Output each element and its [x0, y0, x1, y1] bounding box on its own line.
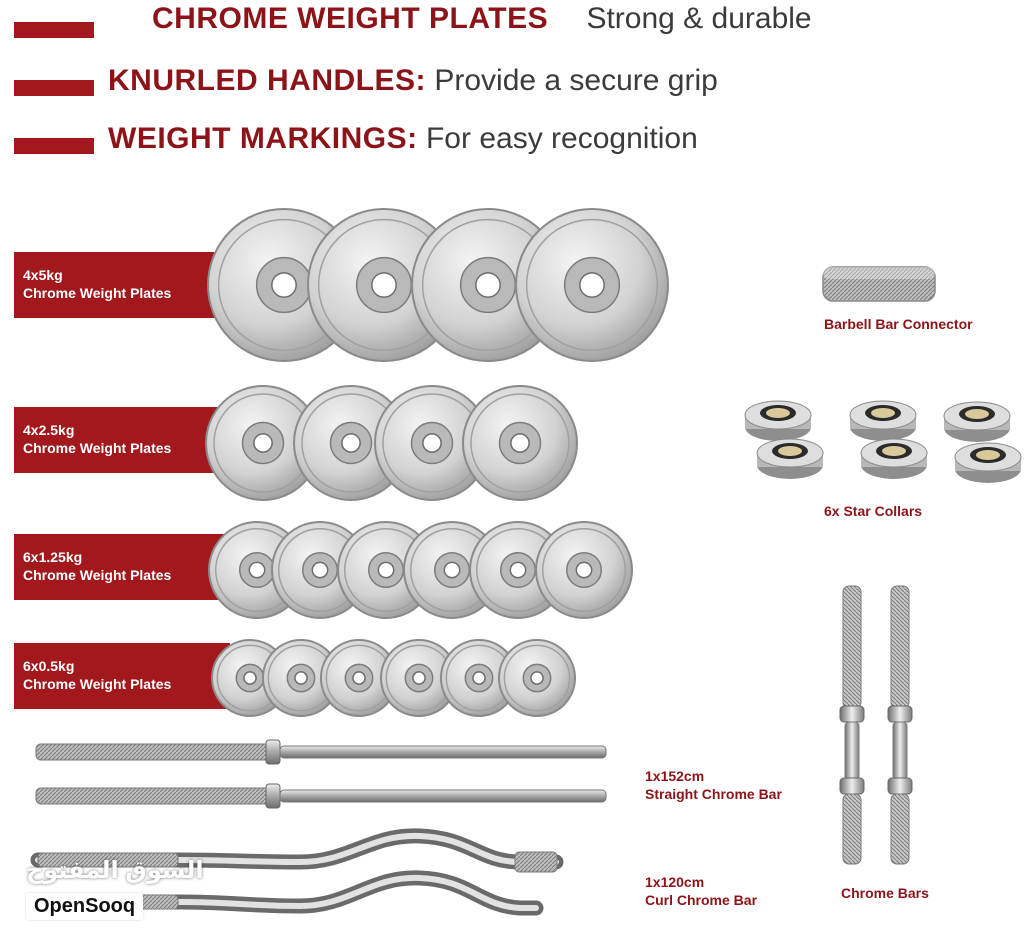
feature-1-desc: Strong & durable — [586, 2, 812, 35]
plate-plates-0-5kg-3 — [320, 639, 398, 717]
feature-1: CHROME WEIGHT PLATES Strong & durable — [152, 2, 812, 36]
plate-qty-0-5kg: 6x0.5kg — [23, 658, 75, 674]
watermark-arabic: السوق المفتوح — [26, 857, 204, 884]
plate-label-2-5kg: 4x2.5kg Chrome Weight Plates — [14, 407, 230, 473]
straight-bar-qty: 1x152cm — [645, 768, 705, 784]
plate-plates-0-5kg-6 — [498, 639, 576, 717]
curl-bar-name: Curl Chrome Bar — [645, 892, 758, 908]
chrome-dumbbell-bar-2 — [887, 585, 913, 865]
connector-caption: Barbell Bar Connector — [824, 316, 973, 332]
star-collar-2 — [849, 400, 917, 441]
curl-bar-1 — [30, 828, 564, 873]
plate-plates-0-5kg-2 — [262, 639, 340, 717]
watermark-brand: OpenSooq — [26, 893, 144, 920]
feature-bar-3 — [14, 138, 94, 154]
plate-plates-2-5kg-2 — [293, 385, 409, 501]
feature-bar-2 — [14, 80, 94, 96]
star-collar-6 — [954, 442, 1022, 483]
plate-qty-2-5kg: 4x2.5kg — [23, 422, 75, 438]
plate-plates-0-5kg-5 — [440, 639, 518, 717]
curl-bar-caption: 1x120cm Curl Chrome Bar — [645, 873, 757, 909]
straight-bar-caption: 1x152cm Straight Chrome Bar — [645, 767, 782, 803]
plate-name-1-25kg: Chrome Weight Plates — [23, 567, 172, 583]
feature-2-title: KNURLED HANDLES: — [108, 64, 426, 97]
chrome-dumbbell-bar-1 — [839, 585, 865, 865]
star-collar-5 — [860, 438, 928, 479]
plate-label-1-25kg: 6x1.25kg Chrome Weight Plates — [14, 534, 230, 600]
straight-bar-1 — [35, 739, 607, 765]
chrome-bars-caption: Chrome Bars — [841, 885, 929, 901]
barbell-connector-image — [822, 266, 936, 302]
star-collars-image — [744, 400, 1022, 483]
plate-label-0-5kg: 6x0.5kg Chrome Weight Plates — [14, 643, 230, 709]
straight-bar-2 — [35, 783, 607, 809]
straight-bar-name: Straight Chrome Bar — [645, 786, 782, 802]
feature-1-title: CHROME WEIGHT PLATES — [152, 2, 549, 35]
plate-name-5kg: Chrome Weight Plates — [23, 285, 172, 301]
plates-2-5kg — [205, 385, 578, 501]
plates-5kg — [207, 208, 669, 362]
feature-bar-1 — [14, 22, 94, 38]
feature-2: KNURLED HANDLES: Provide a secure grip — [108, 64, 718, 98]
plates-0-5kg — [211, 639, 576, 717]
plate-name-2-5kg: Chrome Weight Plates — [23, 440, 172, 456]
feature-3-desc: For easy recognition — [425, 122, 698, 155]
plate-qty-1-25kg: 6x1.25kg — [23, 549, 83, 565]
plate-qty-5kg: 4x5kg — [23, 267, 63, 283]
plates-1-25kg — [208, 521, 633, 619]
star-collar-4 — [756, 438, 824, 479]
plate-name-0-5kg: Chrome Weight Plates — [23, 676, 172, 692]
plate-plates-1-25kg-6 — [535, 521, 633, 619]
plate-plates-2-5kg-4 — [462, 385, 578, 501]
feature-3: WEIGHT MARKINGS: For easy recognition — [108, 122, 698, 156]
plate-plates-5kg-4 — [515, 208, 669, 362]
collars-caption: 6x Star Collars — [824, 503, 923, 519]
star-collar-3 — [943, 401, 1011, 442]
curl-bar-qty: 1x120cm — [645, 874, 705, 890]
feature-3-title: WEIGHT MARKINGS: — [108, 122, 418, 155]
plate-plates-0-5kg-4 — [380, 639, 458, 717]
feature-2-desc: Provide a secure grip — [434, 64, 718, 97]
star-collar-1 — [744, 400, 812, 441]
plate-label-5kg: 4x5kg Chrome Weight Plates — [14, 252, 230, 318]
